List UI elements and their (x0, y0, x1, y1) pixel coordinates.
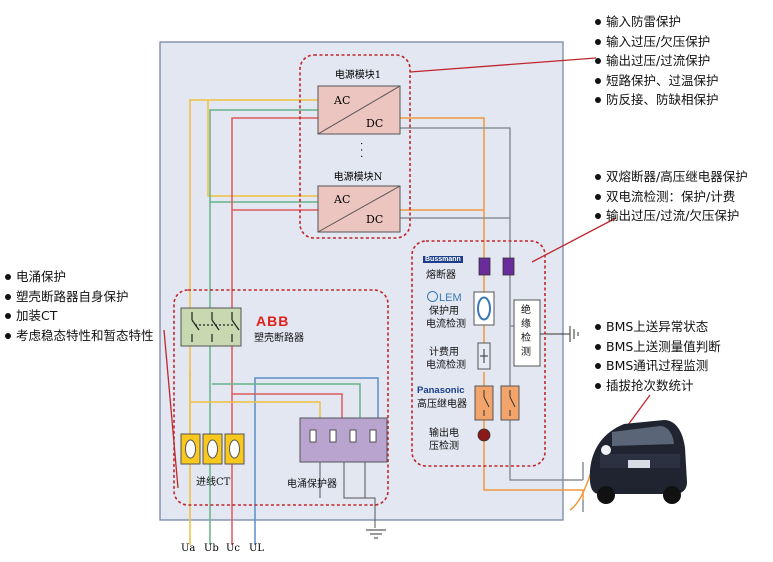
dc-output-group (411, 240, 546, 467)
output-voltage-label-1: 输出电 (429, 428, 459, 439)
hv-relay-negative (500, 385, 520, 421)
terminal-ua: Ua (181, 543, 195, 554)
electric-car-icon (589, 420, 687, 504)
callout-item: 防反接、防缺相保护 (594, 90, 719, 110)
callout-item: 加装CT (4, 306, 154, 326)
insulation-label-2: 缘 (521, 319, 531, 330)
callout-dc-output: 双熔断器/高压继电器保护 双电流检测：保护/计费 输出过压/过流/欠压保护 (594, 167, 748, 226)
abb-logo: ABB (256, 313, 290, 329)
insulation-label-3: 检 (521, 333, 531, 344)
module-1-ac-label: AC (333, 94, 350, 107)
lem-logo-text: LEM (439, 292, 462, 304)
callout-pointer-lines (163, 57, 651, 489)
power-module-1 (317, 85, 401, 135)
fuse-positive (478, 257, 491, 276)
insulation-label-4: 测 (521, 347, 531, 358)
callout-item: 双熔断器/高压继电器保护 (594, 167, 748, 187)
protect-current-label-2: 电流检测 (426, 319, 466, 330)
callout-item: BMS通讯过程监测 (594, 356, 721, 376)
wiring (189, 99, 601, 545)
module-n-dc-label: DC (366, 213, 383, 226)
module-1-dc-label: DC (366, 117, 383, 130)
module-n-ac-label: AC (333, 193, 350, 206)
protection-current-sensor (473, 291, 495, 326)
fuse-label: 熔断器 (426, 270, 456, 281)
input-ct-group (180, 433, 245, 465)
metering-current-label-2: 电流检测 (426, 360, 466, 371)
callout-item: 输出过压/过流保护 (594, 51, 719, 71)
callout-item: 短路保护、过温保护 (594, 71, 719, 91)
output-voltage-label-2: 压检测 (429, 441, 459, 452)
terminal-ub: Ub (204, 543, 219, 554)
panasonic-logo: Panasonic (417, 385, 465, 396)
module-n-title: 电源模块N (334, 170, 383, 183)
fuse-negative (502, 257, 515, 276)
callout-ac-input: 电涌保护 塑壳断路器自身保护 加装CT 考虑稳态特性和暂态特性 (4, 267, 154, 345)
callout-power-module: 输入防雷保护 输入过压/欠压保护 输出过压/过流保护 短路保护、过温保护 防反接… (594, 12, 719, 110)
callout-item: 电涌保护 (4, 267, 154, 287)
surge-protector (299, 417, 388, 463)
power-module-group (299, 54, 411, 239)
power-module-n (317, 185, 401, 233)
protect-current-label-1: 保护用 (429, 306, 459, 317)
breaker-label: 塑壳断路器 (254, 333, 304, 344)
terminal-ul: UL (249, 543, 264, 554)
ground-symbol-spd (366, 529, 386, 539)
hv-relay-positive (474, 385, 494, 421)
callout-item: BMS上送异常状态 (594, 317, 721, 337)
callout-item: 输出过压/过流/欠压保护 (594, 206, 748, 226)
lem-logo: LEM (427, 291, 462, 304)
metering-shunt (477, 342, 491, 370)
insulation-label-1: 绝 (521, 305, 531, 316)
callout-bms: BMS上送异常状态 BMS上送测量值判断 BMS通讯过程监测 插拔抢次数统计 (594, 317, 721, 395)
molded-case-breaker (180, 307, 242, 347)
metering-current-label-1: 计费用 (429, 347, 459, 358)
module-1-title: 电源模块1 (335, 68, 381, 81)
relay-label: 高压继电器 (417, 399, 467, 410)
spd-label: 电涌保护器 (287, 479, 337, 490)
callout-item: 插拔抢次数统计 (594, 376, 721, 396)
callout-item: 输入防雷保护 (594, 12, 719, 32)
callout-item: 双电流检测：保护/计费 (594, 187, 748, 207)
callout-item: 塑壳断路器自身保护 (4, 287, 154, 307)
module-ellipsis: · · · (355, 142, 366, 158)
callout-item: 输入过压/欠压保护 (594, 32, 719, 52)
callout-item: BMS上送测量值判断 (594, 337, 721, 357)
callout-item: 考虑稳态特性和暂态特性 (4, 326, 154, 346)
output-voltage-detector (477, 428, 491, 442)
ct-label: 进线CT (196, 477, 231, 488)
insulation-detector (513, 299, 541, 367)
bussmann-logo: Bussmann (423, 256, 463, 263)
terminal-uc: Uc (226, 543, 240, 554)
